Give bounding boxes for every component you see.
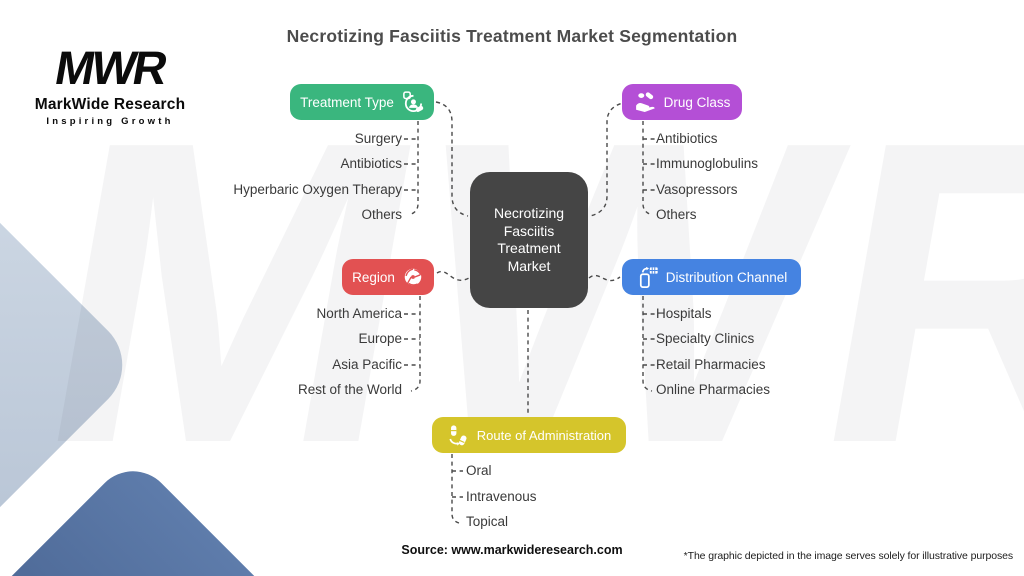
list-item: Topical xyxy=(466,514,509,529)
list-item: Antibiotics xyxy=(340,156,402,171)
capsule-route-icon xyxy=(449,424,467,446)
list-item: Intravenous xyxy=(466,489,537,504)
list-item: Rest of the World xyxy=(297,382,402,397)
list-item: Europe xyxy=(358,331,402,346)
page-title: Necrotizing Fasciitis Treatment Market S… xyxy=(286,26,738,46)
segment-badge-treatment-type: Treatment Type xyxy=(290,84,434,120)
list-item: Immunoglobulins xyxy=(656,156,759,171)
markwide-logo: MWR MarkWide Research Inspiring Growth xyxy=(30,40,190,127)
logo-acronym: MWR xyxy=(51,41,169,94)
list-item: Asia Pacific xyxy=(332,357,402,372)
source-attribution: Source: www.markwideresearch.com xyxy=(401,543,623,557)
segment-label-route-of-administration: Route of Administration xyxy=(476,427,612,443)
list-item: Others xyxy=(361,207,402,222)
patient-treatment-icon xyxy=(402,90,424,112)
central-market-node: Necrotizing Fasciitis Treatment Market xyxy=(470,172,588,308)
decor-diamond-dark xyxy=(0,454,319,576)
globe-icon xyxy=(404,268,422,286)
segment-label-region: Region xyxy=(352,269,395,285)
list-item: Vasopressors xyxy=(656,182,738,197)
list-item: Surgery xyxy=(354,131,402,146)
list-item: Hyperbaric Oxygen Therapy xyxy=(233,182,402,197)
list-item: North America xyxy=(316,306,402,321)
list-item: Specialty Clinics xyxy=(656,331,755,346)
segment-badge-region: Region xyxy=(342,259,434,295)
logo-tagline: Inspiring Growth xyxy=(46,116,174,127)
segment-badge-distribution-channel: Distribution Channel xyxy=(622,259,801,295)
list-item: Hospitals xyxy=(656,306,712,321)
list-item: Retail Pharmacies xyxy=(656,357,766,372)
list-item: Antibiotics xyxy=(656,131,718,146)
hand-with-pills-icon xyxy=(635,91,655,112)
list-item: Online Pharmacies xyxy=(656,382,771,397)
segment-badge-route-of-administration: Route of Administration xyxy=(432,417,626,453)
disclaimer-note: *The graphic depicted in the image serve… xyxy=(683,550,1013,562)
segment-label-drug-class: Drug Class xyxy=(663,94,731,110)
segment-label-distribution-channel: Distribution Channel xyxy=(665,269,788,285)
segment-badge-drug-class: Drug Class xyxy=(622,84,742,120)
mobile-distribution-icon xyxy=(639,266,658,288)
logo-company-name: MarkWide Research xyxy=(34,96,186,113)
central-market-label: Necrotizing Fasciitis Treatment Market xyxy=(493,205,565,274)
list-item: Oral xyxy=(466,463,492,478)
list-item: Others xyxy=(656,207,697,222)
segment-label-treatment-type: Treatment Type xyxy=(300,94,394,110)
